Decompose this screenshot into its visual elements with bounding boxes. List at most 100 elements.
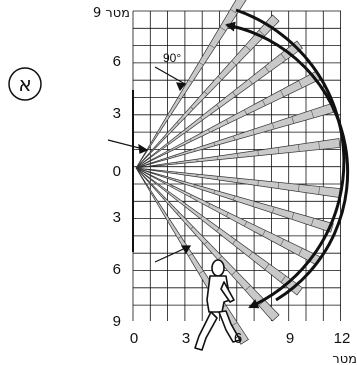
beam-segment <box>167 142 170 145</box>
beam-segment <box>226 212 229 217</box>
beam-segment <box>200 117 203 121</box>
beam-segment <box>237 178 239 183</box>
beam-segment <box>209 44 215 49</box>
beam-segment <box>219 26 227 32</box>
beam-segment <box>190 226 194 230</box>
beam-segment <box>189 138 192 142</box>
beam-segment <box>149 182 151 184</box>
beam-segment <box>177 236 182 239</box>
badge-circle <box>8 67 42 101</box>
beam-segment <box>233 195 235 201</box>
beam-segment <box>252 201 255 207</box>
beam-segment <box>262 99 266 106</box>
beam-segment <box>264 263 270 270</box>
beam-segment <box>232 239 237 245</box>
beam-segment <box>216 227 220 232</box>
beam-segment <box>272 206 275 214</box>
beam-segment <box>188 253 193 257</box>
bottom-axis-label: מטר <box>332 352 357 365</box>
beam-segment <box>174 155 176 157</box>
beam-segment <box>200 215 203 219</box>
x-tick-label: 0 <box>130 330 138 347</box>
beam-segment <box>280 53 287 61</box>
beam-segment <box>194 148 196 152</box>
beam-segment <box>244 221 248 227</box>
beam-segment <box>184 129 187 133</box>
x-tick-label: 3 <box>182 330 190 347</box>
beam-segment <box>248 251 253 258</box>
beam-segment <box>252 129 255 135</box>
beam-segment <box>167 219 170 222</box>
beam-segment <box>298 80 303 88</box>
beam-segment <box>310 110 314 119</box>
beam-segment <box>233 135 235 141</box>
angle-label: 90° <box>163 51 181 65</box>
beam-segment <box>176 121 180 125</box>
beam-segment <box>156 132 159 134</box>
beam-segment <box>167 114 170 117</box>
beam-segment <box>204 241 208 245</box>
x-tick-label: 12 <box>334 330 351 347</box>
detection-beams <box>135 0 341 345</box>
beam-segment <box>262 230 266 237</box>
beam-segment <box>245 45 251 51</box>
beam-segment <box>213 190 216 194</box>
walking-person-icon <box>194 259 241 351</box>
beam-segment <box>230 9 238 14</box>
beam-segment <box>156 202 159 204</box>
beam-segment <box>163 197 165 199</box>
beam-segment <box>198 62 204 66</box>
beam-segment <box>189 194 192 198</box>
beam-segment <box>194 184 196 188</box>
beam-segment <box>176 211 180 215</box>
y-tick-label: 6 <box>113 53 121 70</box>
x-tick-labels: 0 3 6 9 12 <box>130 330 351 347</box>
beam-segment <box>217 75 223 81</box>
beam-segment <box>272 122 275 130</box>
x-tick-label: 6 <box>234 330 242 347</box>
beam-segment <box>226 119 229 124</box>
beam-segment <box>318 186 320 195</box>
y-tick-label: 0 <box>113 163 121 180</box>
y-tick-label: 3 <box>113 105 121 122</box>
beam-segment <box>231 270 237 276</box>
beam-segment <box>258 30 265 37</box>
beam-segment <box>291 212 295 220</box>
beam-segment <box>231 60 237 66</box>
beam-segment <box>280 275 287 283</box>
beam-segment <box>163 137 165 139</box>
beam-segment <box>232 91 237 97</box>
y-tick-label: 9 <box>113 313 121 330</box>
beam-segment <box>174 179 176 181</box>
beam-segment <box>248 78 253 85</box>
beam-segment <box>244 109 248 115</box>
curved-arrows <box>225 8 350 309</box>
beam-segment <box>213 142 216 146</box>
pointer-arrows <box>107 66 192 263</box>
x-tick-label: 9 <box>286 330 294 347</box>
beam-segment <box>207 203 211 207</box>
beam-segment <box>277 147 280 154</box>
beam-segment <box>151 155 153 157</box>
beam-segment <box>167 191 170 194</box>
beam-segment <box>291 116 295 124</box>
beam-segment <box>245 285 251 291</box>
beam-segment <box>171 185 174 188</box>
beam-segment <box>298 248 303 256</box>
beam-segment <box>217 255 223 261</box>
beam-segment <box>177 97 182 100</box>
beam-segment <box>318 141 320 150</box>
beam-segment <box>190 106 194 110</box>
beam-segment <box>198 270 204 274</box>
beam-segment <box>184 203 187 207</box>
beam-segment <box>298 144 300 152</box>
beam-segment <box>257 180 259 186</box>
beam-segment <box>298 184 300 192</box>
y-tick-labels: 6 3 0 3 6 9 <box>113 53 121 330</box>
top-axis-label: 9 מטר <box>93 6 130 21</box>
beam-segment <box>237 153 239 158</box>
beam-segment <box>149 152 151 154</box>
beam-segment <box>264 66 270 73</box>
beam-segment <box>310 217 314 226</box>
